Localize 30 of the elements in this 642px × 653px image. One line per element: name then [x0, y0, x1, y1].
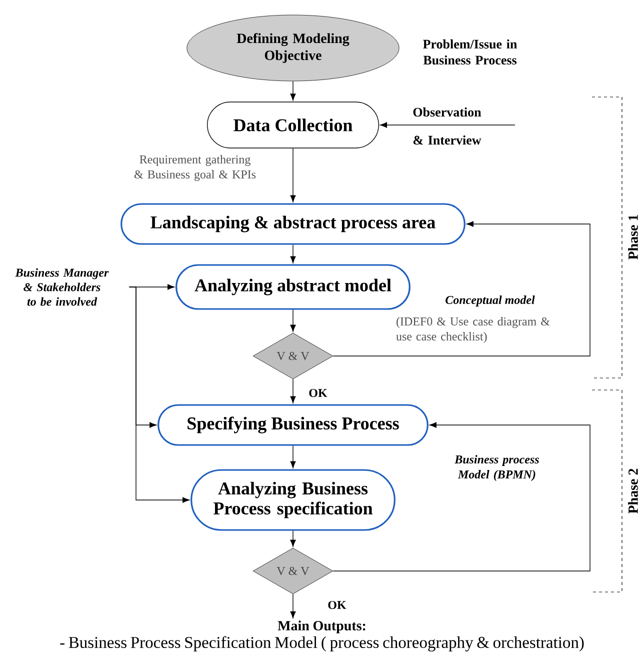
arrow — [128, 286, 190, 503]
note-text: Problem/Issue in Business Process — [423, 39, 517, 65]
phase-label: Phase 1 — [628, 214, 638, 260]
arrow — [332, 221, 590, 356]
process-box: Data Collection — [206, 102, 380, 148]
arrow — [290, 80, 296, 101]
arrow — [290, 148, 296, 202]
arrow — [290, 244, 296, 264]
edge-label: Observation & Interview — [413, 107, 482, 145]
arrow — [290, 530, 296, 547]
edge-label: Requirement gathering & Business goal & KPIs — [134, 155, 256, 181]
arrow — [290, 309, 296, 332]
ellipse-node: Defining Modeling Objective — [186, 14, 400, 82]
arrow — [290, 445, 296, 468]
process-box: Analyzing Business Process specification — [190, 469, 396, 531]
process-box: Specifying Business Process — [158, 404, 428, 446]
arrow — [380, 122, 516, 128]
arrow — [290, 594, 296, 618]
note-text: Business process Model (BPMN) — [454, 455, 539, 481]
edge-label: OK — [328, 600, 346, 610]
process-box: Analyzing abstract model — [176, 264, 410, 310]
arrow — [332, 422, 590, 572]
outputs-text: Main Outputs: - Business Process Specification Model ( process choreography & orchestration) — [60, 620, 584, 652]
note-text: Conceptual model — [446, 296, 535, 306]
arrow — [290, 378, 296, 404]
edge-label: OK — [309, 388, 328, 398]
note-text: Business Manager & Stakeholders to be involved — [15, 268, 109, 306]
process-box: Landscaping & abstract process area — [120, 203, 466, 245]
note-text: (IDEF0 & Use case diagram & use case checklist) — [396, 317, 550, 343]
phase-label: Phase 2 — [628, 468, 638, 514]
